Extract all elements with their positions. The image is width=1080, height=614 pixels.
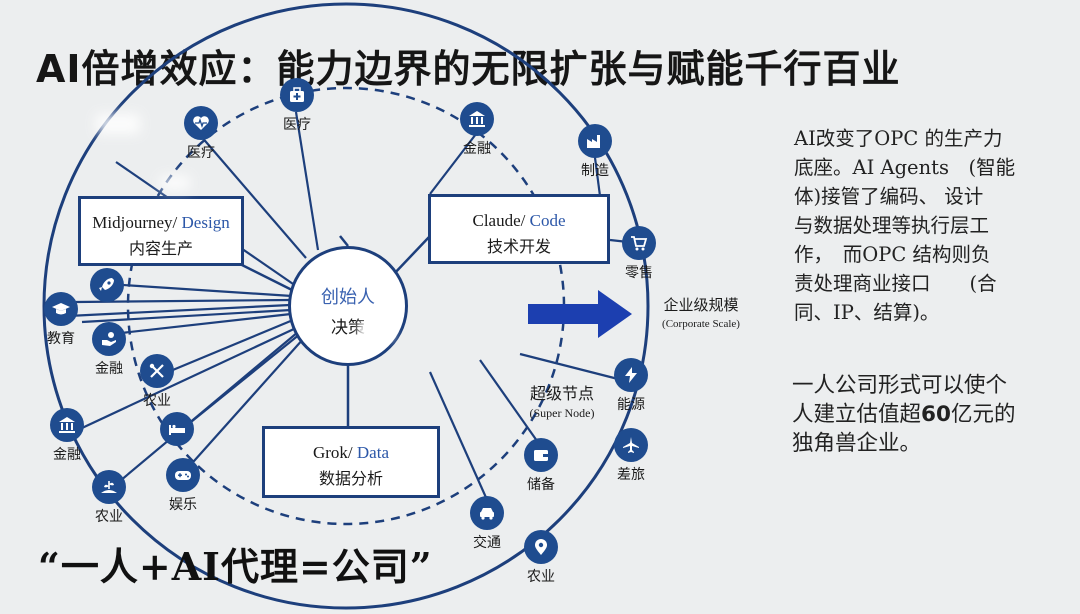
bank-icon xyxy=(460,102,494,136)
unicorn-text-after: 亿元的 独角兽企业。 xyxy=(792,402,1016,456)
claude-role: Code xyxy=(529,211,566,230)
node-label: 差旅 xyxy=(617,467,645,483)
factory-icon xyxy=(578,124,612,158)
midjourney-role: Design xyxy=(181,213,230,232)
super-node-zh: 超级节点 xyxy=(529,384,594,403)
node-label: 农业 xyxy=(527,569,555,585)
medical-kit-icon xyxy=(280,78,314,112)
node-travel: 差旅 xyxy=(596,428,666,484)
corporate-scale-label: 企业级规模 (Corporate Scale) xyxy=(642,294,760,330)
midjourney-zh: 内容生产 xyxy=(128,239,193,258)
glare-patch xyxy=(96,114,140,134)
unicorn-text-before: 一人公司形式可以使个 人建立估值超 xyxy=(792,373,1008,427)
node-medical-top: 医疗 xyxy=(262,78,332,134)
node-finance-top: 金融 xyxy=(442,102,512,158)
claude-zh: 技术开发 xyxy=(486,237,551,256)
node-label: 金融 xyxy=(463,141,491,157)
node-label: 农业 xyxy=(143,393,171,409)
unicorn-highlight: 60 xyxy=(921,402,951,427)
hand-coin-icon xyxy=(92,322,126,356)
heart-pulse-icon xyxy=(184,106,218,140)
founder-label: 创始人 xyxy=(321,287,375,308)
node-label: 储备 xyxy=(527,477,555,493)
car-icon xyxy=(470,496,504,530)
super-node-en: (Super Node) xyxy=(529,406,595,420)
node-label: 制造 xyxy=(581,163,609,179)
node-label: 医疗 xyxy=(187,145,215,161)
decision-label: 决策 xyxy=(331,318,365,338)
node-label: 农业 xyxy=(95,509,123,525)
node-bed xyxy=(142,412,212,446)
node-energy: 能源 xyxy=(596,358,666,414)
node-label: 能源 xyxy=(617,397,645,413)
wallet-icon xyxy=(524,438,558,472)
corporate-scale-zh: 企业级规模 xyxy=(663,296,739,314)
plane-icon xyxy=(614,428,648,462)
founder-circle: 创始人 决策 xyxy=(288,246,408,366)
node-agri-bottom: 农业 xyxy=(506,530,576,586)
unicorn-description: 一人公司形式可以使个 人建立估值超60亿元的 独角兽企业。 xyxy=(792,371,1062,458)
midjourney-box: Midjourney/ Design 内容生产 xyxy=(78,196,244,266)
bed-icon xyxy=(160,412,194,446)
node-label: 教育 xyxy=(47,331,75,347)
gamepad-icon xyxy=(166,458,200,492)
corporate-arrow xyxy=(528,290,632,338)
grok-zh: 数据分析 xyxy=(318,469,383,488)
node-education: 教育 xyxy=(26,292,96,348)
node-logistics: 储备 xyxy=(506,438,576,494)
node-manufacturing: 制造 xyxy=(560,124,630,180)
node-medical-left: 医疗 xyxy=(166,106,236,162)
node-finance-low: 金融 xyxy=(32,408,102,464)
grok-role: Data xyxy=(356,443,389,462)
node-label: 交通 xyxy=(473,535,501,551)
grok-box: Grok/ Data 数据分析 xyxy=(262,426,440,498)
slogan: “一人+AI代理=公司” xyxy=(38,544,433,589)
claude-box: Claude/ Code 技术开发 xyxy=(428,194,610,264)
node-label: 医疗 xyxy=(283,117,311,133)
corporate-scale-en: (Corporate Scale) xyxy=(662,318,740,330)
graduation-cap-icon xyxy=(44,292,78,326)
opc-description: AI改变了OPC 的生产力 底座。AI Agents (智能 体)接管了编码、 … xyxy=(794,127,1016,324)
grok-name: Grok/ xyxy=(312,443,353,462)
node-label: 金融 xyxy=(95,361,123,377)
node-finance-mid: 金融 xyxy=(74,322,144,378)
node-transport: 交通 xyxy=(452,496,522,552)
node-agri-mid: 农业 xyxy=(122,354,192,410)
super-node-label: 超级节点 (Super Node) xyxy=(512,380,612,421)
bank-icon xyxy=(50,408,84,442)
node-agri-low: 农业 xyxy=(74,470,144,526)
node-label: 金融 xyxy=(53,447,81,463)
node-label: 娱乐 xyxy=(169,497,197,513)
rocket-icon xyxy=(90,268,124,302)
midjourney-name: Midjourney/ xyxy=(92,213,178,232)
location-pin-icon xyxy=(524,530,558,564)
node-rocket xyxy=(72,268,142,302)
node-retail: 零售 xyxy=(604,226,674,282)
glare-patch xyxy=(160,176,190,190)
bolt-icon xyxy=(614,358,648,392)
cart-icon xyxy=(622,226,656,260)
node-entertainment: 娱乐 xyxy=(148,458,218,514)
tools-icon xyxy=(140,354,174,388)
farm-icon xyxy=(92,470,126,504)
claude-name: Claude/ xyxy=(472,211,526,230)
blur-patch xyxy=(358,322,394,340)
node-label: 零售 xyxy=(625,265,653,281)
